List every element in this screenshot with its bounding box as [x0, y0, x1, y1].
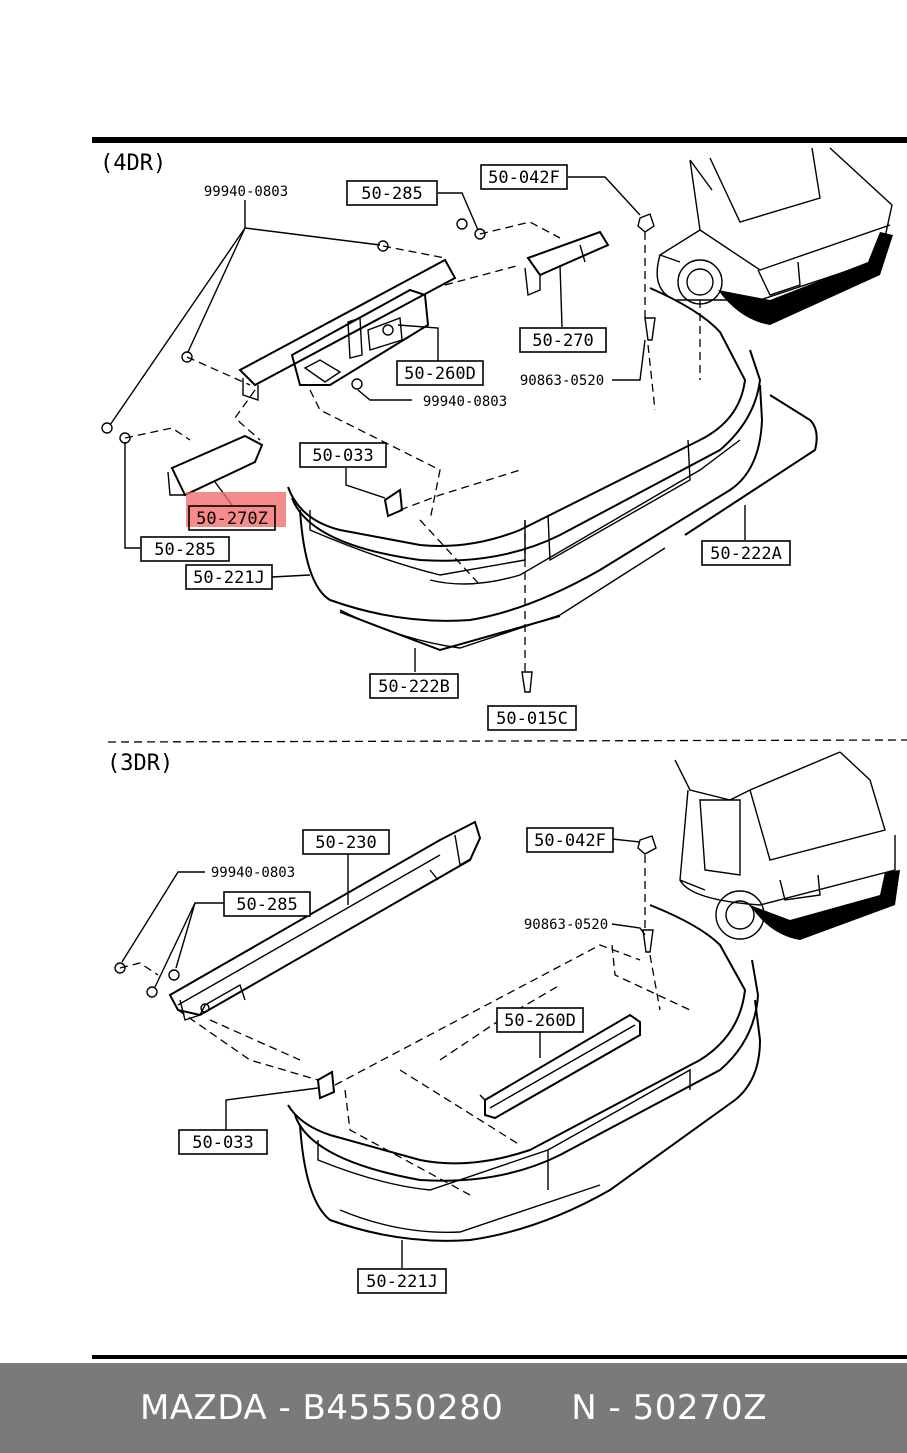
label-50-015c-4dr[interactable]: 50-015C: [487, 705, 577, 731]
label-50-285-left-4dr[interactable]: 50-285: [140, 536, 230, 562]
part-number-footer: MAZDA - B45550280 N - 50270Z: [0, 1363, 907, 1453]
label-50-285-top-4dr[interactable]: 50-285: [346, 180, 438, 206]
svg-text:50-222A: 50-222A: [710, 544, 782, 564]
label-90863-0520-4dr[interactable]: 90863-0520: [520, 373, 604, 389]
label-50-260d-4dr[interactable]: 50-260D: [396, 360, 484, 386]
svg-text:50-042F: 50-042F: [534, 831, 606, 851]
leader-lines-3dr: [121, 838, 646, 1268]
svg-text:50-260D: 50-260D: [404, 364, 476, 384]
bumper-cover-4dr: [287, 287, 818, 652]
car-3dr-sketch: [674, 751, 900, 940]
footer-text: MAZDA - B45550280 N - 50270Z: [139, 1388, 768, 1428]
svg-text:50-015C: 50-015C: [496, 709, 568, 729]
bracket-50-270: [524, 230, 610, 297]
label-99940-0803-mid-4dr[interactable]: 99940-0803: [423, 394, 507, 410]
car-4dr-sketch: [656, 147, 893, 325]
svg-text:50-285: 50-285: [154, 540, 215, 560]
label-50-033-4dr[interactable]: 50-033: [299, 442, 387, 468]
section-label-4dr: (4DR): [100, 151, 166, 176]
svg-text:50-222B: 50-222B: [378, 677, 450, 697]
label-50-285-3dr[interactable]: 50-285: [223, 891, 311, 917]
svg-text:50-230: 50-230: [315, 833, 376, 853]
reinforcement-3dr: [168, 820, 482, 1021]
svg-text:50-270Z: 50-270Z: [196, 509, 268, 529]
bumper-cover-3dr: [287, 904, 762, 1242]
svg-text:50-033: 50-033: [312, 446, 373, 466]
reinforcement-4dr: [238, 258, 457, 401]
svg-text:50-285: 50-285: [361, 184, 422, 204]
label-50-222b-4dr[interactable]: 50-222B: [369, 673, 459, 699]
svg-text:50-033: 50-033: [192, 1133, 253, 1153]
label-50-221j-4dr[interactable]: 50-221J: [185, 564, 273, 590]
section-label-3dr: (3DR): [107, 751, 173, 776]
label-50-222a-4dr[interactable]: 50-222A: [701, 540, 791, 566]
svg-text:50-285: 50-285: [236, 895, 297, 915]
highlight-50-270z: [186, 492, 286, 527]
label-50-042f-3dr[interactable]: 50-042F: [526, 827, 614, 853]
clip-50-033-3dr: [316, 1070, 336, 1100]
exploded-parts-diagram: (4DR) (3DR): [92, 137, 907, 1359]
label-99940-0803-3dr[interactable]: 99940-0803: [211, 865, 295, 881]
strip-50-260d-3dr: [479, 1013, 641, 1120]
svg-text:50-221J: 50-221J: [193, 568, 265, 588]
label-50-270-4dr[interactable]: 50-270: [519, 327, 607, 353]
svg-text:50-260D: 50-260D: [504, 1011, 576, 1031]
section-divider: [107, 739, 907, 743]
label-50-270z-4dr[interactable]: 50-270Z: [188, 505, 276, 531]
bracket-50-270z: [167, 434, 264, 497]
svg-text:50-221J: 50-221J: [366, 1272, 438, 1292]
label-50-033-3dr[interactable]: 50-033: [178, 1129, 268, 1155]
label-99940-0803-top-4dr[interactable]: 99940-0803: [204, 184, 288, 200]
fasteners-3dr: [114, 835, 657, 998]
label-50-042f-4dr[interactable]: 50-042F: [480, 164, 568, 190]
label-50-221j-3dr[interactable]: 50-221J: [357, 1268, 447, 1294]
label-90863-0520-3dr[interactable]: 90863-0520: [524, 917, 608, 933]
label-50-230-3dr[interactable]: 50-230: [302, 829, 390, 855]
label-50-260d-3dr[interactable]: 50-260D: [496, 1007, 584, 1033]
leader-lines-4dr: [109, 176, 746, 672]
svg-text:50-270: 50-270: [532, 331, 593, 351]
assembly-lines-4dr: [124, 221, 701, 672]
clip-50-033-4dr: [383, 488, 404, 518]
svg-text:50-042F: 50-042F: [488, 168, 560, 188]
